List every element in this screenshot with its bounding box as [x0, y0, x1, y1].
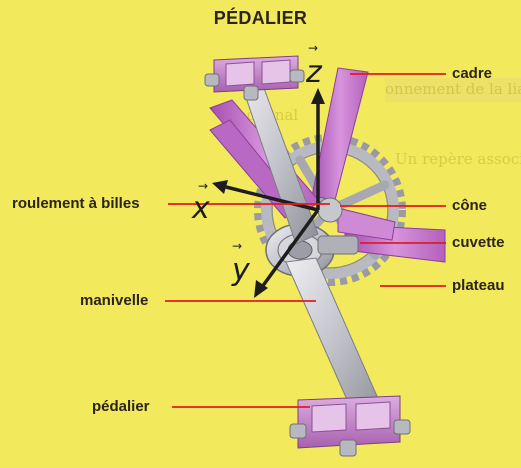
x-axis-label: x [192, 194, 210, 224]
label-cone: cône [452, 197, 487, 214]
label-manivelle: manivelle [80, 292, 148, 309]
lower-crank-arm [286, 258, 384, 420]
label-plateau: plateau [452, 277, 505, 294]
x-axis-arrowhead [212, 180, 228, 194]
y-axis-label: y [232, 256, 250, 286]
label-roulement: roulement à billes [12, 195, 140, 212]
z-axis-arrowhead [311, 88, 325, 104]
label-cadre: cadre [452, 65, 492, 82]
z-axis-label: z [306, 58, 322, 88]
y-vector-arrow: → [232, 240, 242, 252]
label-pedalier: pédalier [92, 398, 150, 415]
z-vector-arrow: → [308, 42, 318, 54]
top-pedal [205, 56, 304, 100]
label-cuvette: cuvette [452, 234, 505, 251]
bottom-pedal [290, 396, 410, 456]
